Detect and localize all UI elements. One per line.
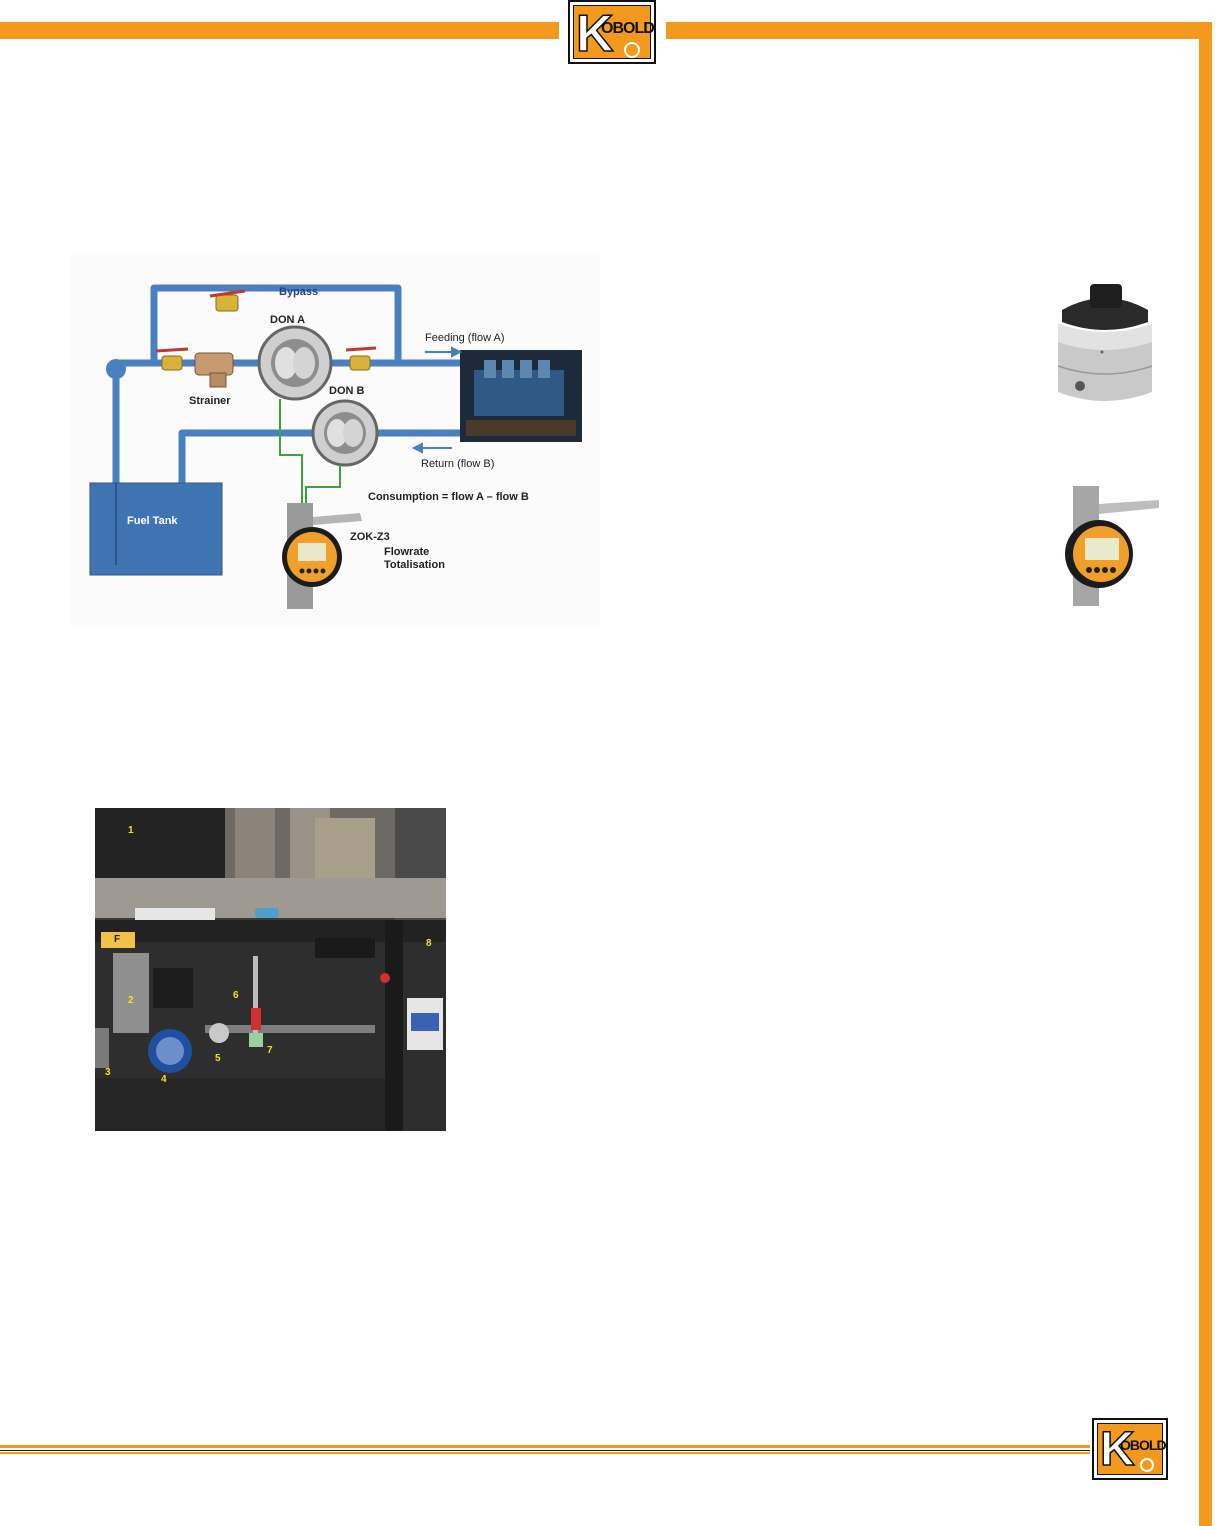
footer-logo-ring (1140, 1458, 1154, 1472)
logo-ring (624, 42, 640, 58)
header-bar-left (0, 22, 559, 39)
fuel-tank (90, 483, 222, 575)
callout-8: 8 (426, 938, 432, 949)
callout-2: 2 (128, 995, 134, 1006)
footer-rule-black (0, 1450, 1090, 1451)
footer-rule-orange-thin (0, 1452, 1090, 1454)
side-accent-bar (1199, 22, 1212, 1526)
oval-gear-meter-image (1050, 282, 1160, 412)
callout-4: 4 (161, 1074, 167, 1085)
callout-3: 3 (105, 1067, 111, 1078)
label-feeding: Feeding (flow A) (425, 332, 504, 344)
photo-tag-letter: F (114, 934, 120, 945)
label-flowrate: Flowrate (384, 546, 429, 558)
zok-z3-product-image (1055, 484, 1165, 608)
callout-1: 1 (128, 825, 134, 836)
footer-rule-orange (0, 1445, 1090, 1448)
header-bar-right (666, 22, 1212, 39)
signal-line-b (306, 465, 340, 505)
callout-7: 7 (267, 1045, 273, 1056)
engine-image (460, 350, 582, 442)
footer-logo: K OBOLD (1092, 1418, 1168, 1480)
valve-bypass-icon (210, 291, 245, 311)
strainer-icon (195, 353, 233, 387)
label-don-b: DON B (329, 385, 364, 397)
label-fuel-tank: Fuel Tank (127, 515, 178, 527)
label-zok-z3: ZOK-Z3 (350, 531, 390, 543)
installation-photo: 1 2 3 4 5 6 7 8 F (95, 808, 446, 1131)
don-a-meter-icon (259, 327, 331, 399)
valve-outlet-icon (346, 348, 376, 370)
callout-5: 5 (215, 1053, 221, 1064)
label-consumption: Consumption = flow A – flow B (368, 491, 529, 503)
diagram-graphics (70, 255, 600, 625)
label-totalisation: Totalisation (384, 559, 445, 571)
don-b-meter-icon (313, 401, 377, 465)
fuel-consumption-diagram: Bypass DON A DON B Feeding (flow A) Retu… (70, 255, 600, 625)
pipe-elbow (106, 359, 126, 379)
footer-logo-wordmark: OBOLD (1120, 1437, 1166, 1453)
signal-line-a (280, 399, 302, 505)
label-don-a: DON A (270, 314, 305, 326)
header-logo: K OBOLD (568, 0, 656, 64)
logo-wordmark: OBOLD (601, 20, 654, 38)
zok-z3-device-icon (282, 503, 362, 609)
label-strainer: Strainer (189, 395, 231, 407)
label-return: Return (flow B) (421, 458, 494, 470)
callout-6: 6 (233, 990, 239, 1001)
label-bypass: Bypass (279, 286, 318, 298)
